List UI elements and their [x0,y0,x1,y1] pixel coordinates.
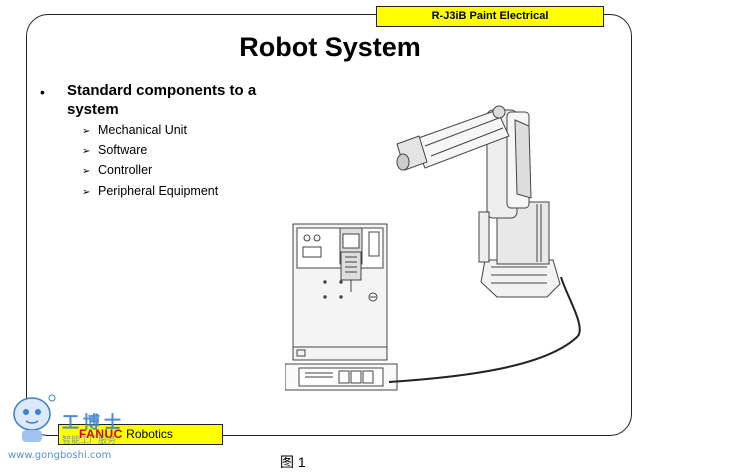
subitem-controller: ➢Controller [82,162,152,180]
robot-arm-icon [396,105,561,298]
gongboshi-mascot-icon [13,394,56,442]
subitem-mechanical-unit: ➢Mechanical Unit [82,122,187,140]
fanuc-brand: FANUC [79,427,123,441]
page-title: Robot System [239,32,421,62]
footer-badge: FANUC Robotics [58,424,223,445]
arrow-bullet-icon: ➢ [82,166,91,177]
bullet-dot: • [40,84,45,100]
watermark-url: www.gongboshi.com [8,450,112,461]
watermark-subtitle: 智能工厂服务 [62,435,117,445]
subitem-software: ➢Software [82,142,147,160]
subitem-peripheral-equipment: ➢Peripheral Equipment [82,183,218,201]
arrow-bullet-icon: ➢ [82,187,91,198]
figure-caption: 图 1 [280,454,306,470]
main-bullet: Standard components to a system [67,82,257,118]
cable-icon [388,276,581,383]
controller-cabinet-icon [285,223,398,391]
footer-suffix: Robotics [122,427,173,441]
watermark-chinese: 工博士 [62,413,125,432]
header-badge: R-J3iB Paint Electrical [376,6,604,27]
robot-system-illustration [285,105,581,391]
arrow-bullet-icon: ➢ [82,126,91,137]
arrow-bullet-icon: ➢ [82,146,91,157]
